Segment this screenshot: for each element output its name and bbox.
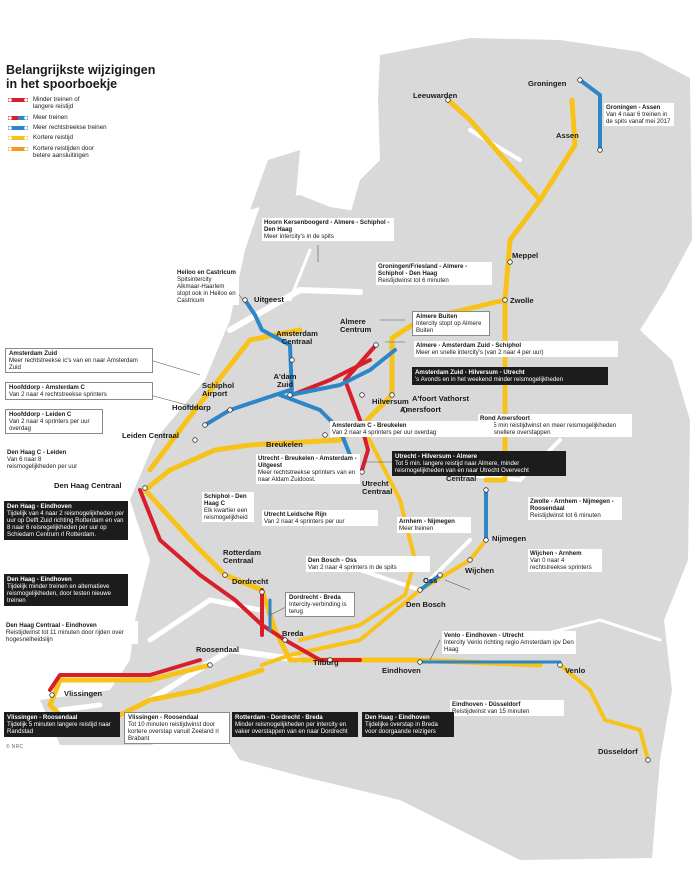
blue-groningen-assen	[578, 78, 602, 152]
red-vlissingen	[48, 658, 202, 692]
city-amersfoort: Amersfoort	[400, 405, 441, 414]
city-almere-centrum: Almere Centrum	[340, 317, 372, 335]
legend-item-better-connections: Kortere reistijden door betere aansluiti…	[8, 145, 107, 159]
legend-item-direct-trains: Meer rechtstreekse treinen	[8, 124, 107, 131]
legend-swatch-orange	[8, 146, 28, 151]
city-dordrecht: Dordrecht	[232, 577, 269, 586]
legend-label: Meer rechtstreekse treinen	[33, 123, 107, 131]
title-line-1: Belangrijkste wijzigingen	[6, 63, 156, 77]
line-nijmegen-roosendaal	[260, 538, 488, 667]
line-eindhoven-dusseldorf	[558, 663, 650, 762]
note-hoorn-almere: Hoorn Kersenboogerd - Almere - Schiphol …	[262, 218, 394, 242]
city-venlo: Venlo	[565, 666, 586, 675]
city-wijchen: Wijchen	[465, 566, 495, 575]
legend-label: Meer treinen	[33, 113, 68, 121]
legend-label: Kortere reistijden door betere aansluiti…	[33, 144, 94, 159]
legend-swatch-yellow	[8, 136, 28, 141]
blue-oss-denbosch	[418, 573, 442, 592]
line-zwolle-arnhem	[483, 297, 508, 483]
city-leiden-centraal: Leiden Centraal	[122, 431, 179, 440]
credit: © NRC	[6, 744, 24, 750]
legend-item-shorter-time: Kortere reistijd	[8, 134, 107, 141]
city-breukelen: Breukelen	[266, 440, 303, 449]
city-nijmegen: Nijmegen	[492, 534, 527, 543]
legend-label: Minder treinen of langere reistijd	[33, 96, 80, 111]
legend-swatch-red	[8, 98, 28, 102]
city-utrecht-centraal: Utrecht Centraal	[362, 479, 393, 497]
city-hoofddorp: Hoofddorp	[172, 403, 211, 412]
city-afoort-vathorst: A'foort Vathorst	[412, 394, 470, 403]
city-den-haag-centraal: Den Haag Centraal	[54, 481, 122, 490]
title-line-2: in het spoorboekje	[6, 77, 118, 91]
map-title: Belangrijkste wijzigingen in het spoorbo…	[6, 63, 155, 91]
city-assen: Assen	[556, 131, 579, 140]
city-breda: Breda	[282, 629, 304, 638]
city-zwolle: Zwolle	[510, 296, 534, 305]
legend-swatch-red-blue	[8, 115, 28, 120]
stations	[49, 77, 651, 763]
note-groningen-friesland: Groningen/Friesland - Almere - Schiphol …	[376, 262, 492, 286]
blue-adam-almere	[288, 348, 397, 397]
city-adam-zuid: A'dam Zuid	[273, 372, 297, 390]
legend-label: Kortere reistijd	[33, 134, 73, 142]
city-eindhoven: Eindhoven	[382, 666, 421, 675]
legend-item-fewer-trains: Minder treinen of langere reistijd	[8, 96, 107, 110]
line-utrecht-denbosch	[298, 423, 417, 642]
note-utrecht-breukelen: Utrecht - Breukelen - Amsterdam - Uitgee…	[256, 454, 360, 485]
city-roosendaal: Roosendaal	[196, 645, 240, 654]
city-meppel: Meppel	[512, 251, 539, 260]
city-groningen: Groningen	[528, 79, 567, 88]
city-rotterdam-centraal: Rotterdam Centraal	[223, 548, 261, 566]
line-assen-zwolle	[537, 97, 578, 203]
city-schiphol-airport: Schiphol Airport	[202, 381, 235, 399]
city-den-bosch: Den Bosch	[406, 600, 446, 609]
city-dusseldorf: Düsseldorf	[598, 747, 638, 756]
city-oss: Oss	[423, 576, 438, 585]
rail-lines	[47, 78, 650, 762]
city-leeuwarden: Leeuwarden	[413, 91, 458, 100]
line-denhaag-rotterdam	[142, 487, 265, 593]
legend: Minder treinen of langere reistijd Meer …	[8, 96, 107, 162]
legend-item-more-trains: Meer treinen	[8, 114, 107, 121]
line-groningen-amersfoort	[389, 97, 543, 398]
city-uitgeest: Uitgeest	[254, 295, 284, 304]
city-amsterdam-centraal: Amsterdam Centraal	[276, 329, 318, 347]
legend-swatch-blue	[8, 125, 28, 130]
red-adam-utrecht	[290, 358, 372, 397]
city-hilversum: Hilversum	[372, 397, 409, 406]
red-denhaag-breda	[138, 488, 362, 662]
city-tilburg: Tilburg	[313, 658, 339, 667]
city-vlissingen: Vlissingen	[64, 689, 102, 698]
note-amsterdam-zuid-hilversum: Amsterdam Zuid - Hilversum - Utrecht's A…	[412, 367, 608, 386]
